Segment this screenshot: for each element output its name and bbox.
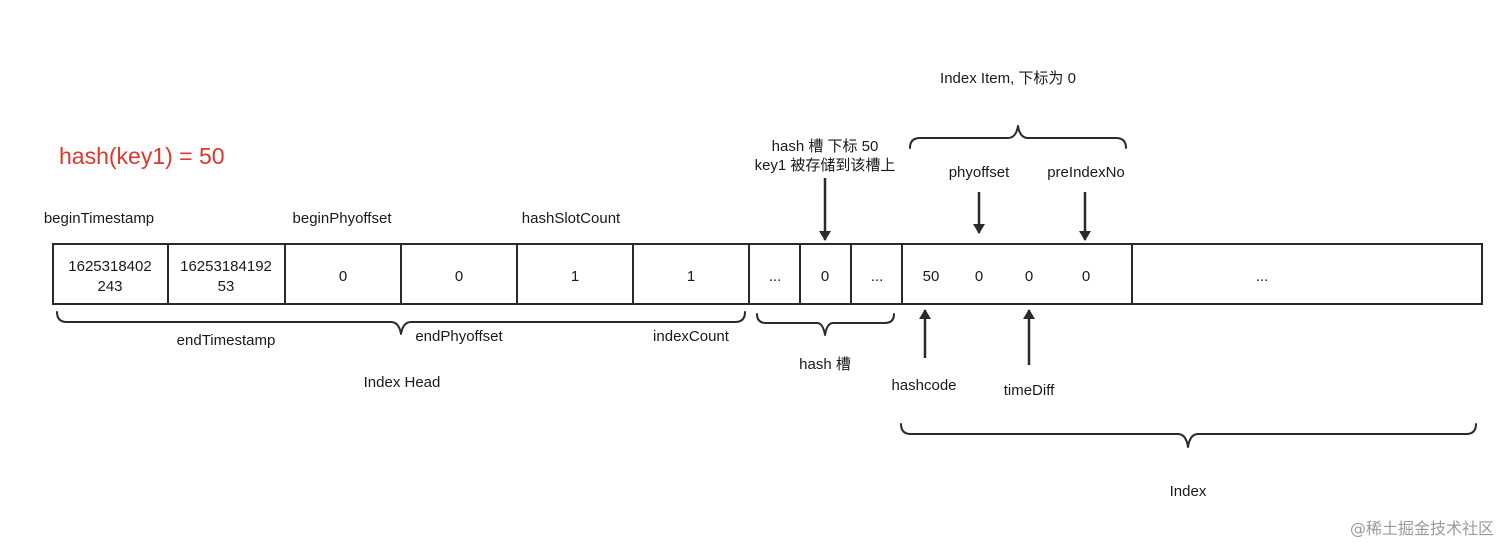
hashcode-label: hashcode	[891, 377, 956, 394]
hash-slot-annotation-line1: hash 槽 下标 50	[772, 138, 879, 155]
begin-timestamp-cell	[52, 243, 169, 305]
hash-slot-brace	[756, 313, 895, 336]
index-rest-value: ...	[1256, 268, 1269, 285]
begin-timestamp-label: beginTimestamp	[44, 210, 154, 227]
begin-phyoffset-value: 0	[339, 268, 347, 285]
begin-phyoffset-label: beginPhyoffset	[293, 210, 393, 227]
index-item-phyoffset-value: 0	[975, 268, 983, 285]
end-timestamp-label: endTimestamp	[177, 332, 276, 349]
hash-slot-value-3: ...	[871, 268, 884, 285]
index-count-label: indexCount	[653, 328, 730, 345]
hash-formula: hash(key1) = 50	[59, 143, 225, 169]
index-head-label: Index Head	[364, 374, 441, 391]
index-brace	[900, 423, 1477, 448]
timediff-label: timeDiff	[1004, 382, 1055, 399]
phyoffset-label: phyoffset	[949, 164, 1010, 181]
end-phyoffset-cell	[400, 243, 518, 305]
begin-timestamp-value-line1: 1625318402	[68, 258, 151, 275]
pre-index-no-label: preIndexNo	[1047, 164, 1125, 181]
index-count-cell	[632, 243, 750, 305]
begin-timestamp-value-line2: 243	[97, 278, 122, 295]
end-timestamp-value-line2: 53	[218, 278, 235, 295]
hash-slot-cell-2	[799, 243, 852, 305]
hash-slot-annotation-line2: key1 被存储到该槽上	[755, 157, 896, 174]
index-item-brace	[909, 125, 1127, 149]
hash-slot-group-label: hash 槽	[799, 356, 851, 373]
end-phyoffset-label: endPhyoffset	[415, 328, 503, 345]
begin-phyoffset-cell	[284, 243, 402, 305]
end-phyoffset-value: 0	[455, 268, 463, 285]
index-item-hashcode-value: 50	[923, 268, 940, 285]
hash-slot-count-cell	[516, 243, 634, 305]
index-item-timediff-value: 0	[1025, 268, 1033, 285]
index-head-brace	[56, 311, 746, 335]
index-file-row: 1625318402 243 16253184192 53 0 0 1 1 ..…	[52, 243, 1483, 305]
end-timestamp-cell	[167, 243, 286, 305]
index-rest-cell	[1131, 243, 1483, 305]
hash-slot-value-2: 0	[821, 268, 829, 285]
hash-slot-count-label: hashSlotCount	[522, 210, 621, 227]
watermark: @稀土掘金技术社区	[1350, 519, 1494, 538]
index-label: Index	[1170, 483, 1207, 500]
end-timestamp-value-line1: 16253184192	[180, 258, 272, 275]
index-item-preindexno-value: 0	[1082, 268, 1090, 285]
hash-slot-value-1: ...	[769, 268, 782, 285]
index-item-title: Index Item, 下标为 0	[940, 70, 1076, 87]
hash-slot-count-value: 1	[571, 268, 579, 285]
index-item-cell	[901, 243, 1133, 305]
index-count-value: 1	[687, 268, 695, 285]
